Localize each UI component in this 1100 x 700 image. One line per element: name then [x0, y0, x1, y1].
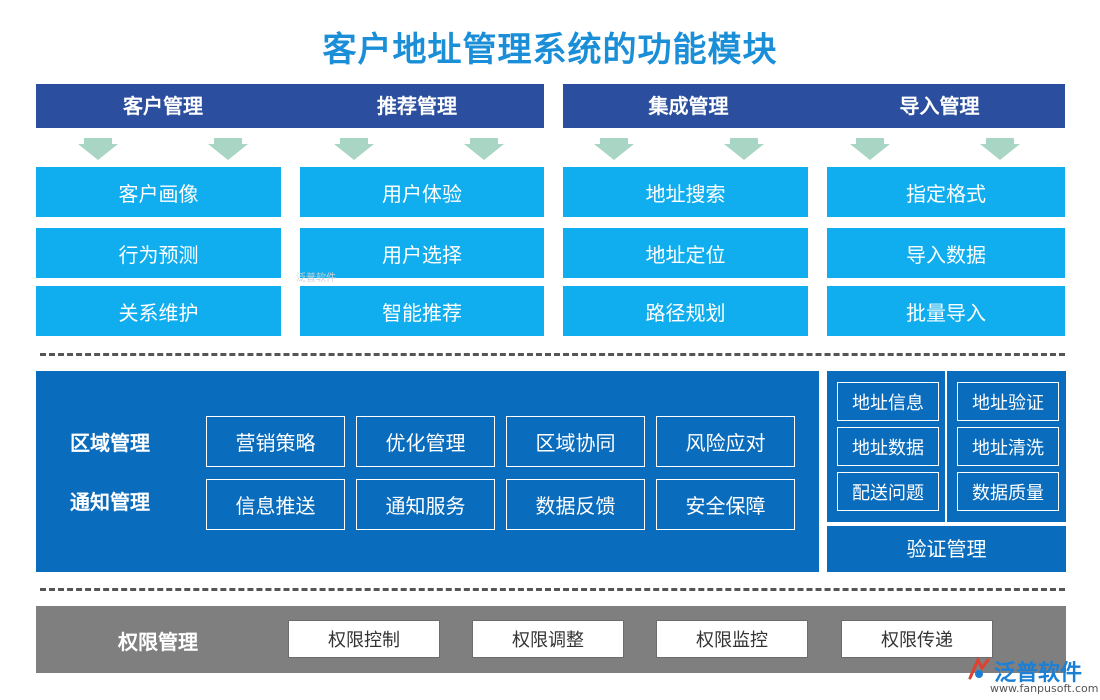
page-title: 客户地址管理系统的功能模块 [322, 30, 778, 70]
arrow-down-icon [980, 138, 1020, 160]
box-user-experience: 用户体验 [300, 167, 544, 217]
box-address-info: 地址信息 [837, 382, 939, 421]
box-permission-monitor: 权限监控 [656, 620, 808, 658]
arrow-down-icon [208, 138, 248, 160]
label-notify-management: 通知管理 [70, 490, 150, 514]
arrow-down-icon [334, 138, 374, 160]
box-smart-recommend: 智能推荐 [300, 286, 544, 336]
box-data-quality: 数据质量 [957, 472, 1059, 511]
box-address-verify: 地址验证 [957, 382, 1059, 421]
box-relationship-maintenance: 关系维护 [36, 286, 281, 336]
box-permission-adjust: 权限调整 [472, 620, 624, 658]
box-notify-service: 通知服务 [356, 479, 495, 530]
verify-left-panel [827, 371, 945, 522]
box-permission-transfer: 权限传递 [841, 620, 993, 658]
arrow-down-icon [850, 138, 890, 160]
box-address-location: 地址定位 [563, 228, 808, 278]
brand-name: 泛普软件 [994, 661, 1083, 686]
box-import-data: 导入数据 [827, 228, 1065, 278]
box-address-clean: 地址清洗 [957, 427, 1059, 466]
box-batch-import: 批量导入 [827, 286, 1065, 336]
header-integration-management: 集成管理 [648, 94, 729, 118]
label-region-management: 区域管理 [70, 431, 150, 455]
box-security-guarantee: 安全保障 [656, 479, 795, 530]
box-region-collaboration: 区域协同 [506, 416, 645, 467]
box-address-data: 地址数据 [837, 427, 939, 466]
arrow-down-icon [724, 138, 764, 160]
arrow-down-icon [464, 138, 504, 160]
arrow-down-icon [594, 138, 634, 160]
down-arrows [78, 138, 1020, 160]
box-marketing-strategy: 营销策略 [206, 416, 345, 467]
header-import-management: 导入管理 [899, 94, 980, 118]
box-behavior-prediction: 行为预测 [36, 228, 281, 278]
watermark-text: 泛普软件 [296, 273, 336, 284]
brand-logo-icon [968, 656, 990, 680]
label-verify-management: 验证管理 [827, 526, 1066, 572]
box-risk-response: 风险应对 [656, 416, 795, 467]
region-notify-panel [36, 371, 819, 572]
box-permission-control: 权限控制 [288, 620, 440, 658]
box-route-planning: 路径规划 [563, 286, 808, 336]
dashed-divider [40, 588, 1065, 591]
box-address-search: 地址搜索 [563, 167, 808, 217]
header-recommend-management: 推荐管理 [377, 94, 457, 118]
box-optimization-management: 优化管理 [356, 416, 495, 467]
box-customer-profile: 客户画像 [36, 167, 281, 217]
verify-right-panel [947, 371, 1066, 522]
header-customer-management: 客户管理 [123, 94, 203, 118]
header-bar-right: 集成管理 导入管理 [563, 84, 1065, 128]
arrow-down-icon [78, 138, 118, 160]
box-delivery-issue: 配送问题 [837, 472, 939, 511]
header-bar-left: 客户管理 推荐管理 [36, 84, 544, 128]
label-permission-management: 权限管理 [118, 630, 198, 654]
brand-url: www.fanpusoft.com [990, 682, 1099, 695]
box-user-selection: 用户选择 [300, 228, 544, 278]
dashed-divider [40, 353, 1065, 356]
box-data-feedback: 数据反馈 [506, 479, 645, 530]
box-specified-format: 指定格式 [827, 167, 1065, 217]
box-info-push: 信息推送 [206, 479, 345, 530]
